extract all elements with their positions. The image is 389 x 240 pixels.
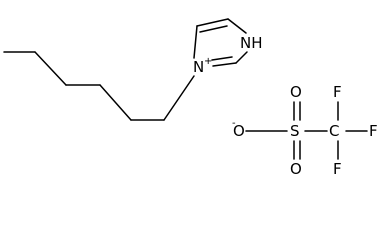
structure-diagram: NH N + O - S O O C F F F <box>3 18 378 178</box>
atom-nh: NH <box>240 34 263 52</box>
imidazolium-ring <box>193 18 248 67</box>
atom-n-plus: N <box>193 58 204 76</box>
charge-plus: + <box>204 56 212 67</box>
atom-s: S <box>290 122 300 140</box>
chain-bond-1 <box>163 75 195 121</box>
chemical-structure: NH N + O - S O O C F F F <box>3 18 378 178</box>
bond-n3-c2 <box>235 51 248 64</box>
hexyl-chain <box>3 51 195 121</box>
atom-c: C <box>329 122 339 140</box>
bond-c4-c5-double <box>199 25 228 33</box>
charge-minus: - <box>232 118 236 129</box>
atom-o-minus: O <box>233 122 245 140</box>
atom-o-top: O <box>290 83 302 101</box>
atom-f-right: F <box>369 122 378 140</box>
atom-o-bottom: O <box>290 160 302 178</box>
bond-c4-n3 <box>227 18 247 34</box>
triflate-bonds <box>245 101 368 160</box>
chain-bond-5 <box>34 51 67 86</box>
bond-c2-n1 <box>212 62 237 67</box>
bond-c4-c5 <box>196 18 229 27</box>
bond-n1-c5 <box>193 25 198 59</box>
atom-f-bottom: F <box>333 160 342 178</box>
chain-bond-3 <box>99 84 132 121</box>
atom-f-top: F <box>333 83 342 101</box>
bond-c2-n1-double <box>211 56 233 61</box>
